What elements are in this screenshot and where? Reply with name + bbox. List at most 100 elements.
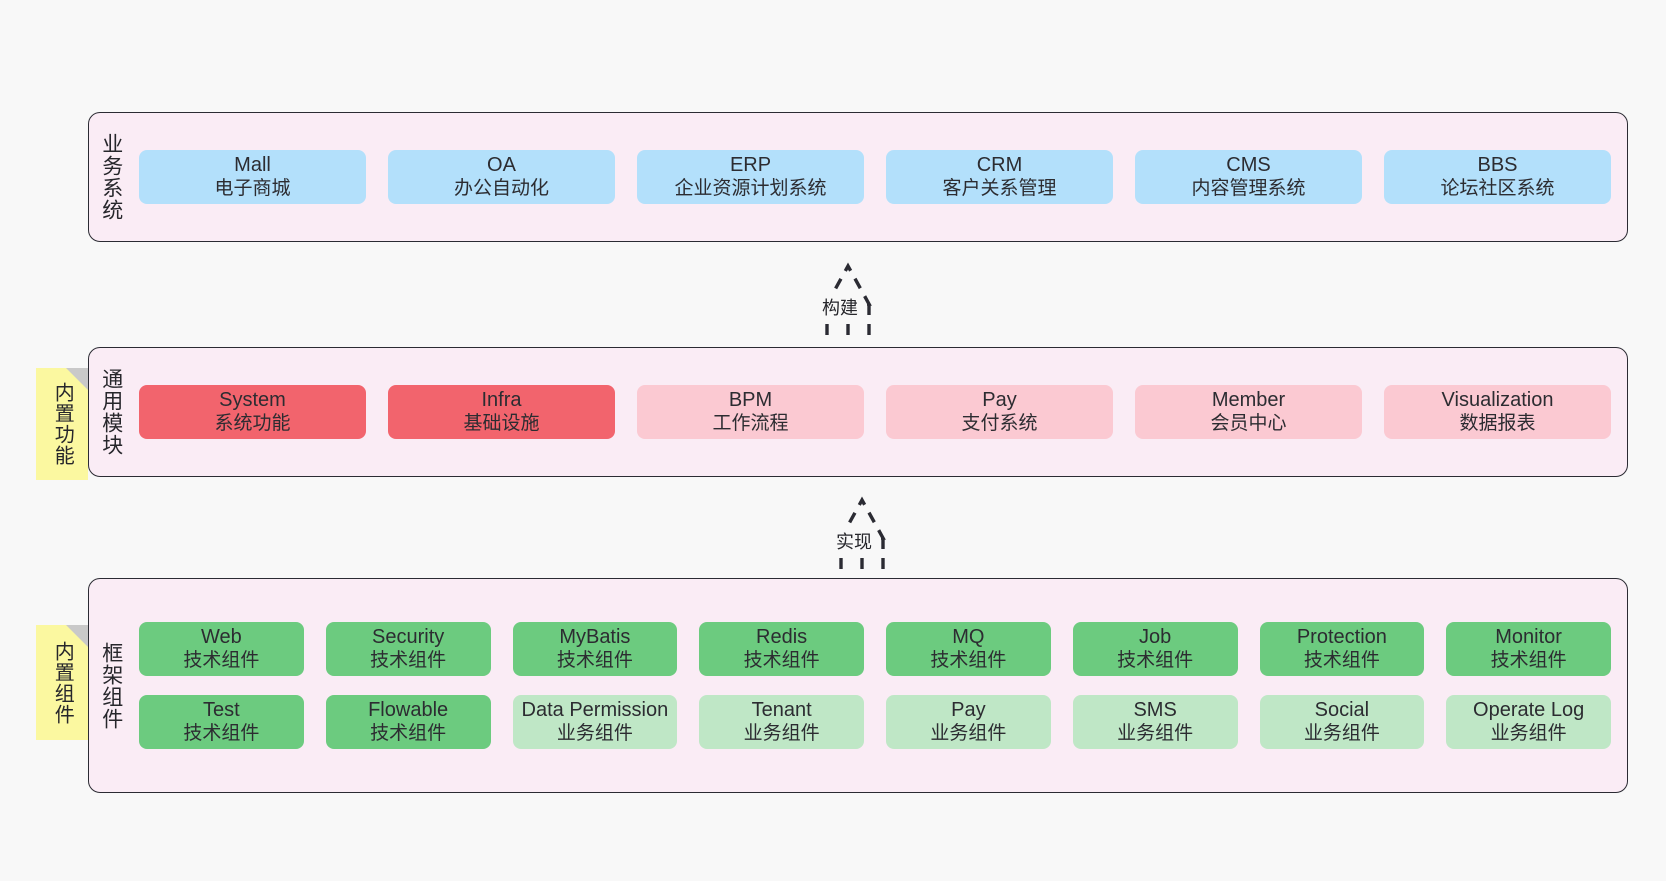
- note-fold-icon: [66, 368, 88, 390]
- node-operate-log[interactable]: Operate Log 业务组件: [1446, 695, 1611, 749]
- node-title: Job: [1139, 626, 1172, 648]
- node-title: BPM: [728, 389, 773, 411]
- node-subtitle: 技术组件: [1490, 649, 1567, 671]
- node-data-permission[interactable]: Data Permission 业务组件: [512, 695, 678, 749]
- node-title: CRM: [976, 154, 1023, 176]
- node-monitor[interactable]: Monitor 技术组件: [1446, 622, 1611, 676]
- node-pay-module[interactable]: Pay 支付系统: [886, 385, 1113, 439]
- layer-title-general-module: 通用模块: [99, 368, 123, 456]
- node-subtitle: 技术组件: [183, 649, 260, 671]
- node-subtitle: 业务组件: [743, 722, 820, 744]
- node-title: Tenant: [751, 699, 812, 721]
- node-job[interactable]: Job 技术组件: [1072, 622, 1238, 676]
- node-subtitle: 电子商城: [214, 177, 291, 199]
- node-subtitle: 内容管理系统: [1191, 177, 1306, 199]
- node-subtitle: 技术组件: [743, 649, 820, 671]
- node-title: Infra: [481, 389, 522, 411]
- note-label: 内置功能: [51, 382, 74, 466]
- node-title: Test: [203, 699, 240, 721]
- layer-body-business-system: Mall 电子商城 OA 办公自动化 ERP 企业资源计划系统 CRM 客户关系…: [133, 113, 1627, 241]
- node-title: Pay: [982, 389, 1017, 411]
- note-fold-icon: [66, 625, 88, 647]
- node-title: CMS: [1226, 154, 1271, 176]
- layer-business-system: 业务系统 Mall 电子商城 OA 办公自动化 ERP 企业资源计划系统 CRM…: [88, 112, 1628, 242]
- node-subtitle: 技术组件: [556, 649, 633, 671]
- node-row: System 系统功能 Infra 基础设施 BPM 工作流程 Pay 支付系统…: [139, 385, 1611, 439]
- connector-label-build: 构建: [820, 294, 860, 320]
- node-test[interactable]: Test 技术组件: [139, 695, 304, 749]
- node-title: Operate Log: [1473, 699, 1585, 721]
- node-subtitle: 业务组件: [1490, 722, 1567, 744]
- node-oa[interactable]: OA 办公自动化: [388, 150, 615, 204]
- node-title: Pay: [951, 699, 986, 721]
- note-label: 内置组件: [51, 640, 74, 725]
- node-title: Web: [200, 626, 242, 648]
- node-bbs[interactable]: BBS 论坛社区系统: [1384, 150, 1611, 204]
- node-subtitle: 技术组件: [370, 649, 447, 671]
- node-subtitle: 基础设施: [463, 412, 540, 434]
- node-title: Flowable: [368, 699, 449, 721]
- node-mybatis[interactable]: MyBatis 技术组件: [512, 622, 678, 676]
- node-title: Data Permission: [521, 699, 669, 721]
- node-subtitle: 论坛社区系统: [1440, 177, 1555, 199]
- node-tenant[interactable]: Tenant 业务组件: [699, 695, 864, 749]
- node-cms[interactable]: CMS 内容管理系统: [1135, 150, 1362, 204]
- connector-build: 构建: [758, 258, 938, 344]
- node-subtitle: 支付系统: [961, 412, 1038, 434]
- node-title: System: [219, 389, 286, 411]
- node-title: Mall: [234, 154, 271, 176]
- node-erp[interactable]: ERP 企业资源计划系统: [637, 150, 864, 204]
- node-bpm[interactable]: BPM 工作流程: [637, 385, 864, 439]
- node-social[interactable]: Social 业务组件: [1259, 695, 1425, 749]
- node-mq[interactable]: MQ 技术组件: [886, 622, 1051, 676]
- node-security[interactable]: Security 技术组件: [325, 622, 491, 676]
- node-title: MQ: [952, 626, 985, 648]
- node-member[interactable]: Member 会员中心: [1135, 385, 1362, 439]
- node-system[interactable]: System 系统功能: [139, 385, 366, 439]
- node-title: Protection: [1296, 626, 1387, 648]
- node-sms[interactable]: SMS 业务组件: [1072, 695, 1238, 749]
- node-title: Member: [1211, 389, 1286, 411]
- node-web[interactable]: Web 技术组件: [139, 622, 304, 676]
- connector-label-implement: 实现: [834, 528, 874, 554]
- node-title: BBS: [1477, 154, 1518, 176]
- layer-body-framework-component: Web 技术组件 Security 技术组件 MyBatis 技术组件 Redi…: [133, 579, 1627, 792]
- node-pay-component[interactable]: Pay 业务组件: [886, 695, 1051, 749]
- node-subtitle: 业务组件: [1303, 722, 1380, 744]
- node-title: ERP: [729, 154, 772, 176]
- node-subtitle: 会员中心: [1210, 412, 1287, 434]
- node-title: Security: [372, 626, 445, 648]
- layer-title-business-system: 业务系统: [99, 133, 123, 221]
- node-title: SMS: [1133, 699, 1177, 721]
- layer-general-module: 通用模块 System 系统功能 Infra 基础设施 BPM 工作流程 Pay…: [88, 347, 1628, 477]
- node-subtitle: 技术组件: [930, 649, 1007, 671]
- layer-title-framework-component: 框架组件: [99, 641, 123, 730]
- node-subtitle: 技术组件: [1117, 649, 1194, 671]
- node-subtitle: 技术组件: [183, 722, 260, 744]
- node-title: Monitor: [1495, 626, 1562, 648]
- node-crm[interactable]: CRM 客户关系管理: [886, 150, 1113, 204]
- node-title: OA: [487, 154, 516, 176]
- node-row: Mall 电子商城 OA 办公自动化 ERP 企业资源计划系统 CRM 客户关系…: [139, 150, 1611, 204]
- node-row: Web 技术组件 Security 技术组件 MyBatis 技术组件 Redi…: [139, 622, 1611, 676]
- node-visualization[interactable]: Visualization 数据报表: [1384, 385, 1611, 439]
- node-subtitle: 数据报表: [1459, 412, 1536, 434]
- note-builtin-component: 内置组件: [36, 625, 88, 740]
- node-subtitle: 业务组件: [1117, 722, 1194, 744]
- node-mall[interactable]: Mall 电子商城: [139, 150, 366, 204]
- node-subtitle: 技术组件: [370, 722, 447, 744]
- node-title: Visualization: [1441, 389, 1554, 411]
- node-title: Social: [1314, 699, 1370, 721]
- node-subtitle: 企业资源计划系统: [674, 177, 827, 199]
- node-redis[interactable]: Redis 技术组件: [699, 622, 864, 676]
- node-infra[interactable]: Infra 基础设施: [388, 385, 615, 439]
- layer-body-general-module: System 系统功能 Infra 基础设施 BPM 工作流程 Pay 支付系统…: [133, 348, 1627, 476]
- node-flowable[interactable]: Flowable 技术组件: [325, 695, 491, 749]
- node-title: Redis: [756, 626, 808, 648]
- node-subtitle: 业务组件: [556, 722, 633, 744]
- layer-framework-component: 框架组件 Web 技术组件 Security 技术组件 MyBatis 技术组件…: [88, 578, 1628, 793]
- node-subtitle: 技术组件: [1303, 649, 1380, 671]
- node-protection[interactable]: Protection 技术组件: [1259, 622, 1425, 676]
- node-subtitle: 客户关系管理: [942, 177, 1057, 199]
